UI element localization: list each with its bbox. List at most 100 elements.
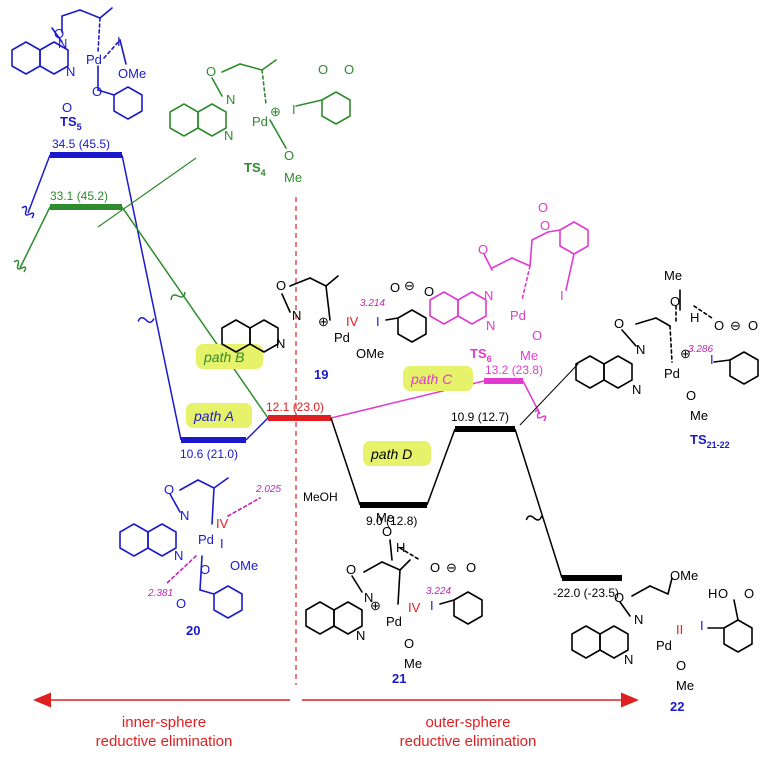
svg-text:OMe: OMe bbox=[670, 568, 698, 583]
inner-sphere-label-2: reductive elimination bbox=[96, 733, 233, 750]
break-mark-ts4 bbox=[13, 259, 27, 273]
svg-text:⊕: ⊕ bbox=[318, 314, 329, 329]
svg-text:O: O bbox=[390, 280, 400, 295]
svg-text:H: H bbox=[396, 540, 405, 555]
path-b-badge bbox=[196, 344, 263, 369]
break-mark-ts5 bbox=[21, 205, 35, 219]
svg-text:O: O bbox=[430, 560, 440, 575]
svg-text:Me: Me bbox=[404, 656, 422, 671]
svg-text:OMe: OMe bbox=[230, 558, 258, 573]
molecule-ts2122: O N Pd ⊕ N H O Me I O Me O ⊖ O bbox=[575, 268, 759, 423]
svg-text:O: O bbox=[532, 328, 542, 343]
svg-text:N: N bbox=[356, 628, 365, 643]
svg-text:⊖: ⊖ bbox=[446, 560, 457, 575]
svg-text:N: N bbox=[636, 342, 645, 357]
svg-text:O: O bbox=[748, 318, 758, 333]
svg-text:OMe: OMe bbox=[118, 66, 146, 81]
outer-sphere-label-1: outer-sphere bbox=[425, 714, 510, 731]
path-b-label: path B bbox=[203, 349, 244, 365]
svg-text:O: O bbox=[424, 284, 434, 299]
svg-text:I: I bbox=[430, 598, 434, 613]
svg-text:O: O bbox=[614, 590, 624, 605]
svg-text:⊕: ⊕ bbox=[370, 598, 381, 613]
path-d-badge bbox=[363, 441, 431, 466]
oxidation-22: II bbox=[676, 622, 683, 637]
level-label-ts5: 34.5 (45.5) bbox=[52, 137, 110, 151]
level-label-21: 9.0 (12.8) bbox=[366, 514, 417, 528]
svg-text:I: I bbox=[292, 102, 296, 117]
label-ts5: TS5 bbox=[60, 114, 82, 132]
label-ts4: TS4 bbox=[244, 160, 266, 178]
molecule-21: O N Pd ⊕ N I O Me O Me H O ⊖ O bbox=[305, 510, 483, 671]
distance-20b: 2.381 bbox=[147, 588, 173, 599]
svg-text:O: O bbox=[466, 560, 476, 575]
path-b-line-left bbox=[19, 206, 51, 269]
svg-text:O: O bbox=[164, 482, 174, 497]
svg-text:O: O bbox=[478, 242, 488, 257]
level-label-22: -22.0 (-23.5) bbox=[553, 586, 619, 600]
svg-text:O: O bbox=[382, 524, 392, 539]
level-label-19: 12.1 (23.0) bbox=[266, 400, 324, 414]
level-label-ts4: 33.1 (45.2) bbox=[50, 189, 108, 203]
svg-text:N: N bbox=[58, 36, 67, 51]
svg-text:O: O bbox=[744, 586, 754, 601]
break-mark-path-b bbox=[170, 291, 186, 301]
path-a-line-left bbox=[27, 154, 51, 214]
svg-text:⊕: ⊕ bbox=[680, 346, 691, 361]
svg-text:N: N bbox=[224, 128, 233, 143]
distance-20a: 2.025 bbox=[255, 484, 281, 495]
svg-text:N: N bbox=[624, 652, 633, 667]
path-d-line-1 bbox=[330, 417, 361, 506]
svg-text:H: H bbox=[690, 310, 699, 325]
svg-text:O: O bbox=[62, 100, 72, 115]
svg-text:O: O bbox=[200, 562, 210, 577]
path-a-badge bbox=[186, 403, 252, 428]
distance-ts2122: 3.286 bbox=[688, 344, 713, 355]
label-20: 20 bbox=[186, 623, 200, 638]
label-22: 22 bbox=[670, 699, 684, 714]
oxidation-19: IV bbox=[346, 314, 359, 329]
path-c-label: path C bbox=[410, 371, 453, 387]
svg-text:N: N bbox=[364, 590, 373, 605]
svg-text:O: O bbox=[54, 26, 64, 41]
svg-text:N: N bbox=[292, 308, 301, 323]
level-label-ts2122: 10.9 (12.7) bbox=[451, 410, 509, 424]
svg-text:N: N bbox=[486, 318, 495, 333]
svg-text:O: O bbox=[318, 62, 328, 77]
svg-text:⊖: ⊖ bbox=[404, 278, 415, 293]
label-ts2122: TS21-22 bbox=[690, 432, 730, 450]
svg-text:OMe: OMe bbox=[356, 346, 384, 361]
svg-text:Me: Me bbox=[664, 268, 682, 283]
level-label-ts6: 13.2 (23.8) bbox=[485, 363, 543, 377]
svg-text:Pd: Pd bbox=[252, 114, 268, 129]
svg-text:Me: Me bbox=[690, 408, 708, 423]
path-b-line-down bbox=[121, 206, 269, 419]
path-a-line-up bbox=[245, 417, 269, 441]
svg-text:O: O bbox=[538, 200, 548, 215]
break-mark-path-d bbox=[525, 515, 543, 521]
svg-text:O: O bbox=[284, 148, 294, 163]
svg-text:N: N bbox=[632, 382, 641, 397]
svg-text:Me: Me bbox=[284, 170, 302, 185]
molecule-22: O N Pd N OMe I O Me H O O bbox=[571, 568, 754, 693]
svg-text:O: O bbox=[686, 388, 696, 403]
svg-text:O: O bbox=[614, 316, 624, 331]
svg-text:O: O bbox=[676, 658, 686, 673]
svg-text:H: H bbox=[708, 586, 717, 601]
svg-text:Pd: Pd bbox=[334, 330, 350, 345]
ts4-pointer-line bbox=[97, 157, 197, 228]
molecule-20: O N Pd N I OMe O O bbox=[119, 477, 261, 619]
svg-text:Pd: Pd bbox=[386, 614, 402, 629]
oxidation-20: IV bbox=[216, 516, 229, 531]
svg-text:Pd: Pd bbox=[198, 532, 214, 547]
svg-text:Me: Me bbox=[376, 510, 394, 525]
molecule-ts4: O N Pd ⊕ N I O Me O O bbox=[169, 59, 354, 185]
label-ts6: TS6 bbox=[470, 346, 492, 364]
svg-text:I: I bbox=[220, 536, 224, 551]
svg-text:O: O bbox=[176, 596, 186, 611]
svg-text:O: O bbox=[540, 218, 550, 233]
svg-text:O: O bbox=[276, 278, 286, 293]
label-19: 19 bbox=[314, 367, 328, 382]
svg-text:I: I bbox=[376, 314, 380, 329]
